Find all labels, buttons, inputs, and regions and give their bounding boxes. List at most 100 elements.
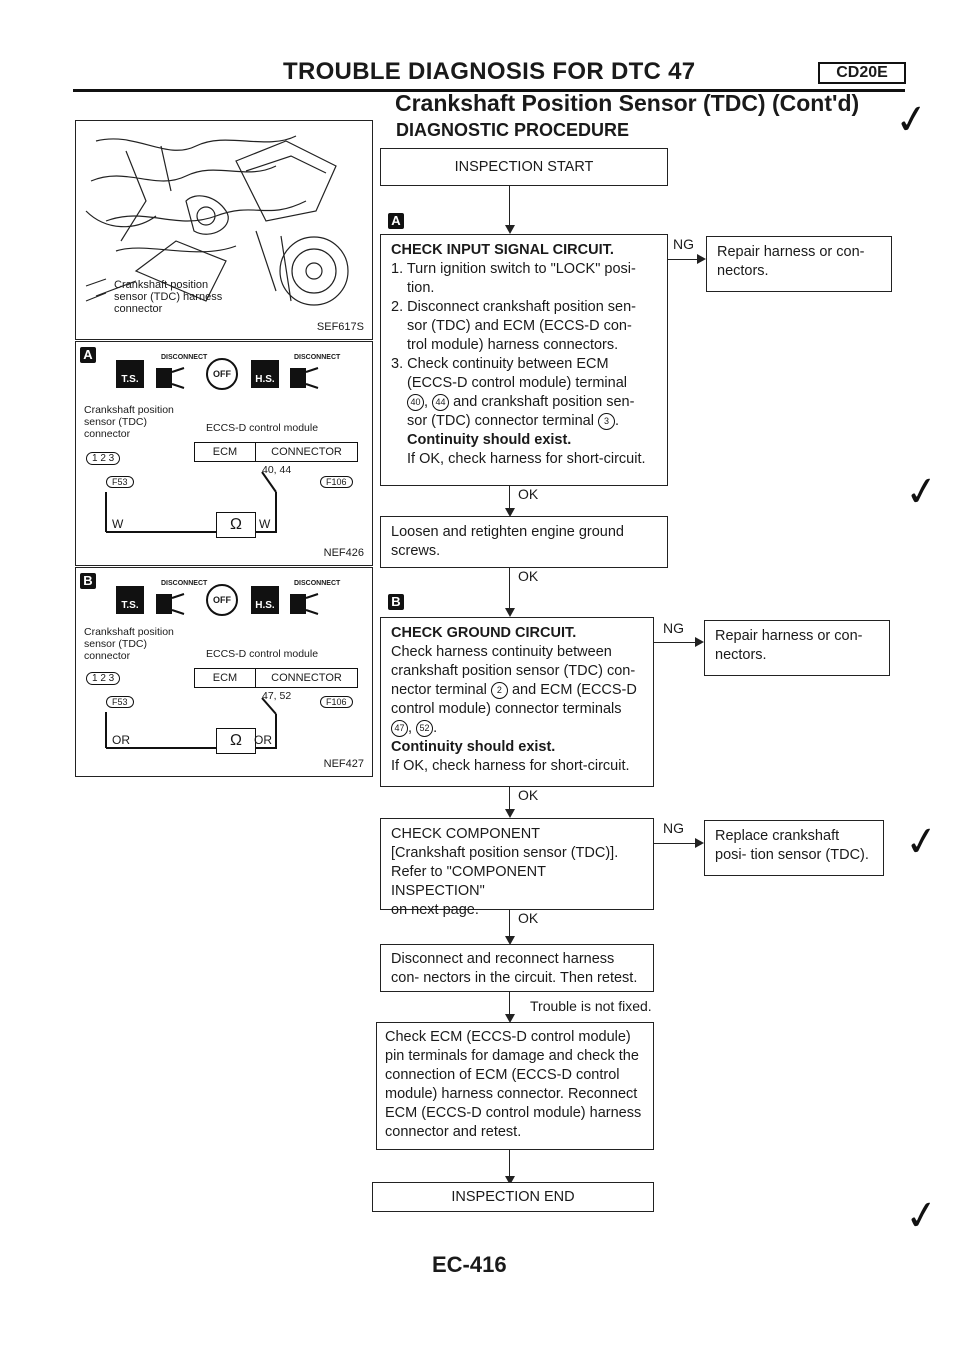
ecm-label: ECCS-D control module bbox=[206, 648, 319, 660]
repair-harness-label-1: Repair harness or con- nectors. bbox=[717, 244, 865, 279]
figure-b: B T.S. DISCONNECT OFF H.S. DISCONNECT Cr… bbox=[75, 567, 373, 777]
step-2-cont: sor (TDC) and ECM (ECCS-D con- bbox=[407, 318, 632, 334]
connector-f106: F106 bbox=[320, 476, 353, 488]
terminal-52: 52 bbox=[416, 719, 434, 737]
continuity-note: Continuity should exist. bbox=[391, 739, 556, 755]
step-3-terminals: 40, 44 and crankshaft position sen- bbox=[391, 393, 661, 412]
disconnect-label-1: DISCONNECT bbox=[161, 354, 208, 361]
arrow-right-icon bbox=[695, 637, 704, 647]
figure-b-letter-wrap: B bbox=[80, 572, 96, 590]
engine-figure: Crankshaft position sensor (TDC) harness… bbox=[75, 120, 373, 340]
ecm-connector-ecm: ECM bbox=[195, 443, 256, 461]
arrow-down-icon bbox=[505, 225, 515, 234]
page-subtitle: Crankshaft Position Sensor (TDC) (Cont'd… bbox=[395, 90, 860, 116]
short-circuit-note: If OK, check harness for short-circuit. bbox=[407, 451, 646, 467]
ng-label: NG bbox=[663, 820, 684, 836]
figure-b-letter: B bbox=[80, 573, 96, 589]
figure-a: A T.S. DISCONNECT OFF H.S. DISCONNECT Cr… bbox=[75, 341, 373, 566]
ecm-connector-ecm: ECM bbox=[195, 669, 256, 687]
figure-b-code: NEF427 bbox=[323, 758, 364, 770]
disconnect-reconnect-box: Disconnect and reconnect harness con- ne… bbox=[380, 944, 654, 992]
arrow-right-icon bbox=[697, 254, 706, 264]
figure-a-code: NEF426 bbox=[323, 547, 364, 559]
connector-line bbox=[509, 910, 510, 938]
connector-line bbox=[668, 259, 698, 260]
check-ground-line3-pre: nector terminal bbox=[391, 682, 487, 698]
hs-icon-label: H.S. bbox=[255, 600, 275, 611]
connector-line bbox=[509, 992, 510, 1016]
check-ecm-box: Check ECM (ECCS-D control module) pin te… bbox=[376, 1022, 654, 1150]
step-1: 1. Turn ignition switch to "LOCK" posi- bbox=[391, 261, 636, 277]
check-component-line4: on next page. bbox=[391, 902, 479, 918]
wiring-diagram bbox=[105, 697, 277, 749]
arrow-down-icon bbox=[505, 1014, 515, 1023]
arrow-down-icon bbox=[505, 608, 515, 617]
connector-icon bbox=[156, 367, 185, 389]
not-fixed-label: Trouble is not fixed. bbox=[530, 998, 652, 1014]
arrow-right-icon bbox=[695, 838, 704, 848]
checkmark-icon: ✓ bbox=[892, 95, 932, 145]
replace-sensor-label: Replace crankshaft posi- tion sensor (TD… bbox=[715, 828, 869, 863]
connector-icon bbox=[290, 367, 319, 389]
arrow-down-icon bbox=[505, 1176, 515, 1185]
engine-figure-code: SEF617S bbox=[316, 321, 364, 333]
engine-badge: CD20E bbox=[818, 62, 906, 84]
repair-harness-label-2: Repair harness or con- nectors. bbox=[715, 628, 863, 663]
step-3-sep: , bbox=[424, 394, 429, 410]
check-ground-line2: crankshaft position sensor (TDC) con- bbox=[391, 663, 636, 679]
check-component-line1: CHECK COMPONENT bbox=[391, 826, 541, 842]
check-ground-line3-post: and ECM (ECCS-D bbox=[511, 682, 637, 698]
connector-line bbox=[509, 186, 510, 228]
ecm-label: ECCS-D control module bbox=[206, 422, 319, 434]
check-component-box: CHECK COMPONENT [Crankshaft position sen… bbox=[380, 818, 654, 918]
check-component-line2: [Crankshaft position sensor (TDC)]. bbox=[391, 845, 619, 861]
wire-color-right: OR bbox=[254, 733, 272, 747]
inspection-end-box: INSPECTION END bbox=[372, 1182, 654, 1212]
ng-label: NG bbox=[663, 620, 684, 636]
wire-color-left: W bbox=[112, 517, 124, 531]
connector-line bbox=[509, 1150, 510, 1178]
header-rule bbox=[73, 89, 905, 92]
loosen-ground-box: Loosen and retighten engine ground screw… bbox=[380, 516, 668, 568]
terminal-47: 47 bbox=[391, 719, 408, 737]
connector-f106: F106 bbox=[320, 696, 353, 708]
connector-line bbox=[654, 642, 696, 643]
disconnect-reconnect-label: Disconnect and reconnect harness con- ne… bbox=[391, 951, 638, 986]
ohmmeter-icon: Ω bbox=[216, 728, 256, 754]
ohmmeter-symbol: Ω bbox=[230, 732, 242, 749]
connector-f106-label: F106 bbox=[326, 697, 347, 707]
page-number: EC-416 bbox=[432, 1252, 507, 1277]
check-ground-title: CHECK GROUND CIRCUIT. bbox=[391, 625, 577, 641]
page-title: TROUBLE DIAGNOSIS FOR DTC 47 bbox=[283, 58, 696, 85]
ecm-connector-box: ECM CONNECTOR bbox=[194, 442, 358, 462]
ohmmeter-symbol: Ω bbox=[230, 516, 242, 533]
check-component-line3: Refer to "COMPONENT INSPECTION" bbox=[391, 864, 546, 899]
disconnect-label-2: DISCONNECT bbox=[294, 354, 341, 361]
ignition-off-label: OFF bbox=[213, 369, 231, 379]
wiring-diagram bbox=[105, 471, 277, 533]
engine-illustration bbox=[85, 135, 349, 306]
ok-label: OK bbox=[518, 787, 539, 803]
figure-a-letter-wrap: A bbox=[80, 346, 96, 364]
checkmark-icon: ✓ bbox=[902, 467, 942, 517]
inspection-start-label: INSPECTION START bbox=[454, 159, 594, 175]
check-input-title: CHECK INPUT SIGNAL CIRCUIT. bbox=[391, 242, 614, 258]
ok-label: OK bbox=[518, 910, 539, 926]
ok-label: OK bbox=[518, 568, 539, 584]
wire-color-left: OR bbox=[112, 733, 130, 747]
sensor-pins-label: 1 2 3 bbox=[92, 673, 115, 684]
loosen-ground-label: Loosen and retighten engine ground screw… bbox=[391, 524, 624, 559]
sensor-pins: 1 2 3 bbox=[86, 452, 121, 465]
ts-icon-label: T.S. bbox=[121, 374, 139, 385]
flow-letter-b: B bbox=[388, 594, 404, 610]
flow-letter-b-wrap: B bbox=[388, 593, 404, 611]
ecm-terminals: 40, 44 bbox=[262, 464, 292, 476]
continuity-note: Continuity should exist. bbox=[407, 432, 572, 448]
section-heading: DIAGNOSTIC PROCEDURE bbox=[396, 120, 630, 140]
step-2: 2. Disconnect crankshaft position sen- bbox=[391, 299, 637, 315]
check-ground-line1: Check harness continuity between bbox=[391, 644, 612, 660]
connector-line bbox=[509, 787, 510, 811]
terminal-40: 40 bbox=[407, 393, 424, 411]
ok-label: OK bbox=[518, 486, 539, 502]
engine-callout: Crankshaft position sensor (TDC) harness… bbox=[114, 279, 223, 315]
